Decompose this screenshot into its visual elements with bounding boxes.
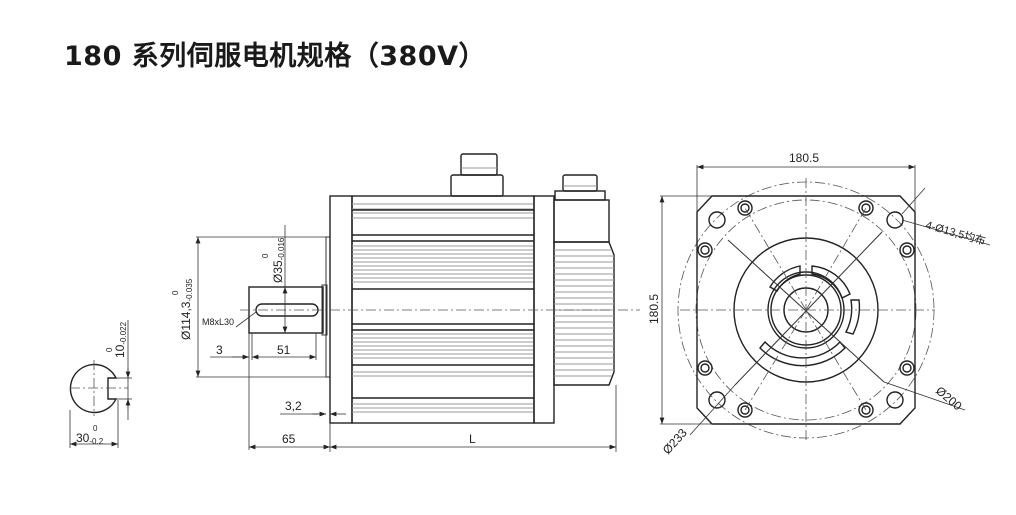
- flange-dia-label: Ø114,3-0.035: [179, 278, 194, 340]
- page-title: 180 系列伺服电机规格（380V）: [64, 41, 487, 72]
- shaft-dia-label: Ø35-0.016: [271, 237, 286, 283]
- width-label: 180.5: [789, 151, 819, 165]
- side-view: Ø114,3-0.035 0 Ø35-0.016 0 M8xL30 3 51 3…: [171, 153, 640, 452]
- dim-L: L: [469, 432, 476, 446]
- svg-text:0: 0: [93, 424, 98, 433]
- shaft-section: 10-0.022 0 30-0.2 0: [69, 320, 132, 448]
- front-view: 180.5 180.5 4-Ø13,5均布 Ø200 Ø233: [647, 151, 991, 457]
- key-width-label: 10-0.022: [113, 321, 128, 358]
- dim-51: 51: [277, 343, 291, 357]
- outer-dia-label: Ø233: [660, 426, 690, 457]
- svg-text:0: 0: [261, 253, 270, 258]
- dim-3-2: 3,2: [285, 399, 302, 413]
- holes-label: 4-Ø13,5均布: [924, 218, 987, 248]
- dim-65: 65: [282, 432, 296, 446]
- tapped-hole-label: M8xL30: [202, 317, 234, 327]
- pcd-label: Ø200: [933, 384, 965, 414]
- svg-text:0: 0: [171, 290, 180, 295]
- dim-3: 3: [216, 343, 223, 357]
- height-label: 180.5: [647, 294, 661, 324]
- svg-text:0: 0: [105, 347, 114, 352]
- shaft-dia-label: 30-0.2: [76, 431, 104, 446]
